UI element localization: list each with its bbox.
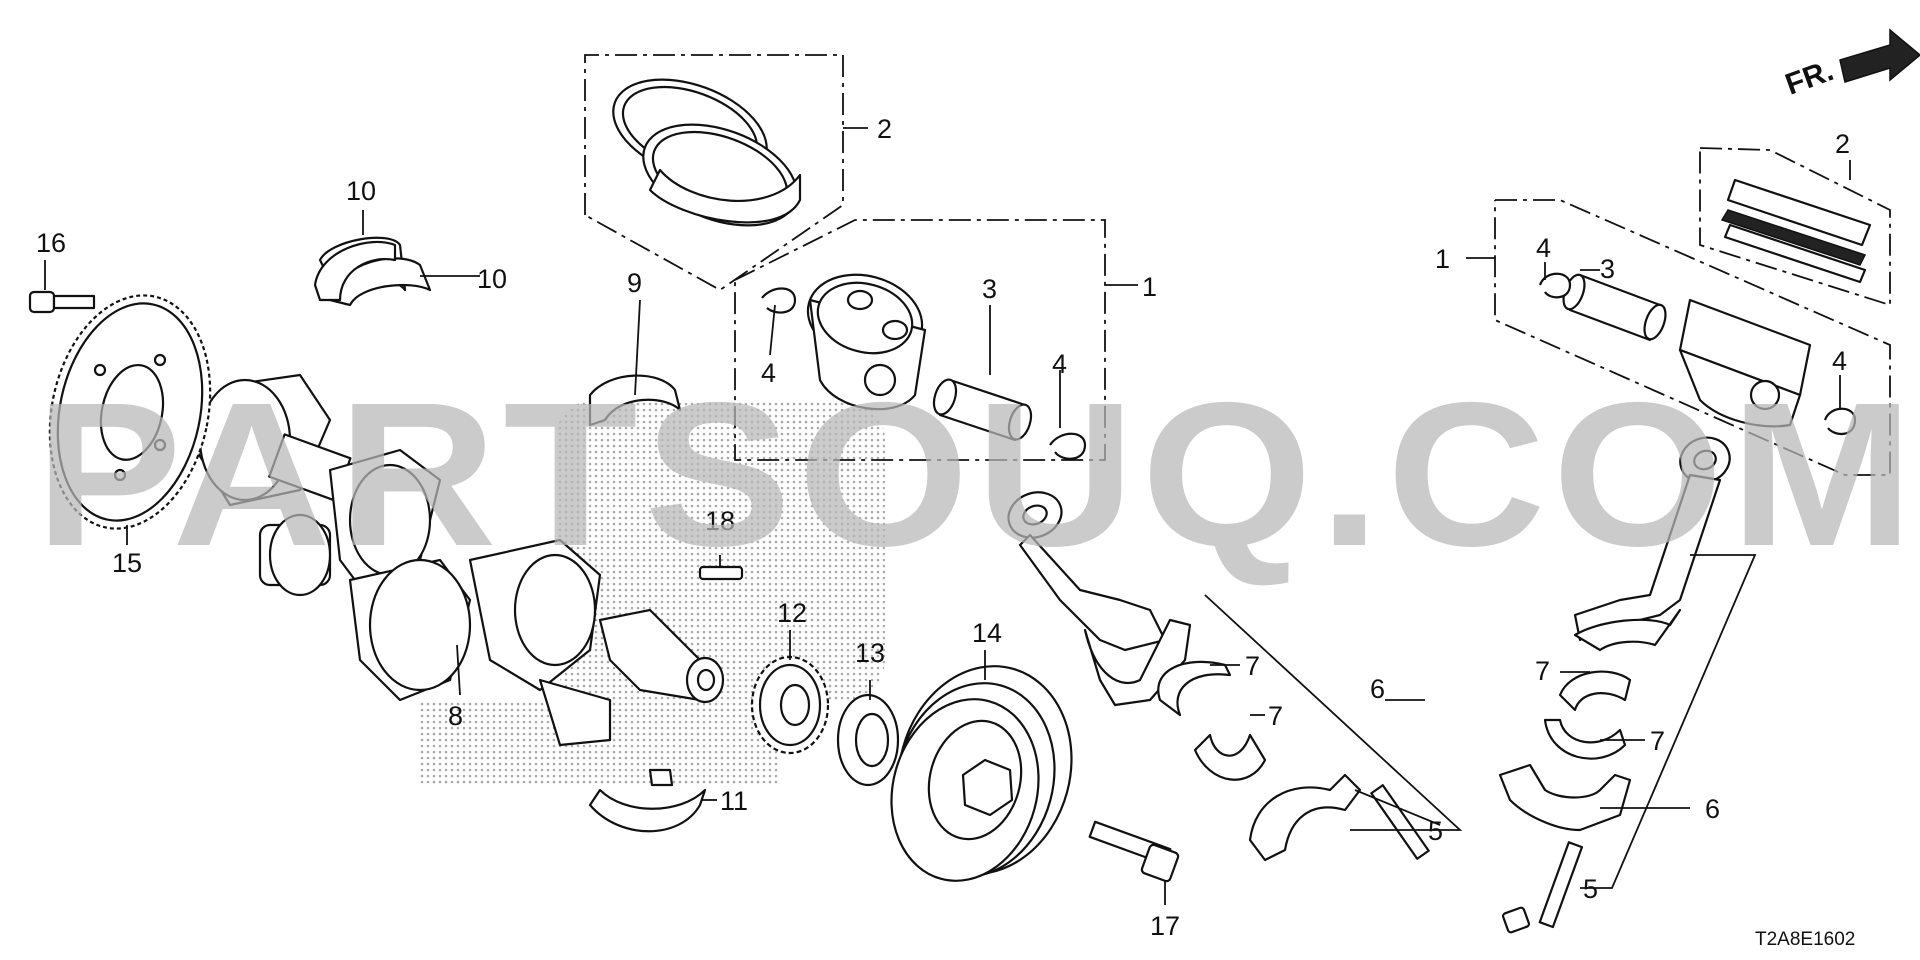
pulley-bolt[interactable] [1088, 820, 1180, 883]
group-box-ring-set-right [1699, 147, 1891, 307]
callout-7-left-a: 7 [1245, 651, 1260, 681]
callout-9: 9 [627, 268, 642, 298]
callout-7-left-b: 7 [1268, 701, 1283, 731]
piston-pin-clip-right-b[interactable] [1823, 407, 1857, 436]
callout-17: 17 [1150, 911, 1180, 941]
piston-ring-set-right[interactable] [1720, 178, 1872, 284]
callout-2-left: 2 [877, 114, 892, 144]
thrust-washer[interactable] [588, 374, 682, 427]
callout-15: 15 [112, 548, 142, 578]
callout-6-right: 6 [1705, 794, 1720, 824]
drive-plate[interactable] [29, 280, 231, 543]
callout-4-right-b: 4 [1832, 346, 1847, 376]
timing-sprocket[interactable] [750, 655, 830, 755]
connecting-rod-cap-right[interactable] [1498, 763, 1632, 832]
connecting-rod-bearing-left-upper[interactable] [1157, 660, 1232, 717]
piston-pin-left[interactable] [930, 377, 1035, 442]
connecting-rod-bearing-left-lower[interactable] [1193, 733, 1267, 781]
callout-1-right: 1 [1435, 244, 1450, 274]
callout-4-left-b: 4 [1052, 349, 1067, 379]
callout-12: 12 [777, 598, 807, 628]
watermark-text: PARTSOUQ.COM [35, 360, 1920, 589]
connecting-rod-bolt-right[interactable] [1501, 841, 1584, 934]
callout-2-right: 2 [1835, 129, 1850, 159]
callout-6-left: 6 [1370, 674, 1385, 704]
callout-5-left: 5 [1428, 816, 1443, 846]
crank-washer[interactable] [836, 693, 900, 787]
callout-8: 8 [448, 701, 463, 731]
piston-pin-clip-left-b[interactable] [1049, 432, 1087, 460]
connecting-rod-bearing-right-upper[interactable] [1558, 670, 1632, 712]
main-bearing-lower[interactable] [313, 240, 397, 302]
callout-numbers: 2 1 3 4 4 2 1 3 4 4 9 10 10 16 15 8 18 1… [36, 114, 1850, 941]
callout-7-right-a: 7 [1535, 656, 1550, 686]
front-direction-arrow: FR. [1781, 28, 1920, 102]
callout-1-left: 1 [1142, 272, 1157, 302]
crankshaft-pulley[interactable] [872, 647, 1095, 898]
flywheel-bolt[interactable] [28, 290, 96, 314]
connecting-rod-bolt-left[interactable] [1370, 784, 1430, 860]
group-box-piston-left [734, 219, 1106, 461]
callout-11: 11 [720, 786, 748, 816]
crankshaft[interactable] [188, 373, 725, 747]
group-box-ring-set-left [584, 54, 844, 292]
piston-right[interactable] [1678, 298, 1812, 428]
diagram-code: T2A8E1602 [1755, 929, 1855, 950]
woodruff-key[interactable] [698, 565, 744, 581]
piston-pin-clip-left-a[interactable] [761, 287, 797, 314]
callout-10-top: 10 [346, 176, 376, 206]
piston-ring-set-left[interactable] [599, 60, 810, 244]
callout-4-right-a: 4 [1536, 233, 1551, 263]
main-bearing-thrust-lower[interactable] [588, 768, 707, 833]
connecting-rod-bearing-right-lower[interactable] [1543, 718, 1627, 760]
piston-left[interactable] [798, 262, 932, 411]
callout-18: 18 [705, 506, 735, 536]
connecting-rod-right[interactable] [1573, 431, 1736, 652]
leader-lines [44, 127, 1851, 905]
callout-4-left-a: 4 [761, 358, 776, 388]
callout-3-right: 3 [1600, 254, 1615, 284]
callout-7-right-b: 7 [1650, 726, 1665, 756]
callout-5-right: 5 [1583, 874, 1598, 904]
front-direction-label: FR. [1781, 54, 1838, 102]
callout-14: 14 [972, 618, 1002, 648]
callout-10-right: 10 [477, 264, 507, 294]
callout-16: 16 [36, 228, 66, 258]
piston-pin-right[interactable] [1559, 272, 1669, 342]
callout-13: 13 [855, 638, 885, 668]
callout-3-left: 3 [982, 274, 997, 304]
piston-pin-clip-right-a[interactable] [1538, 272, 1572, 299]
connecting-rod-cap-left[interactable] [1248, 773, 1362, 862]
